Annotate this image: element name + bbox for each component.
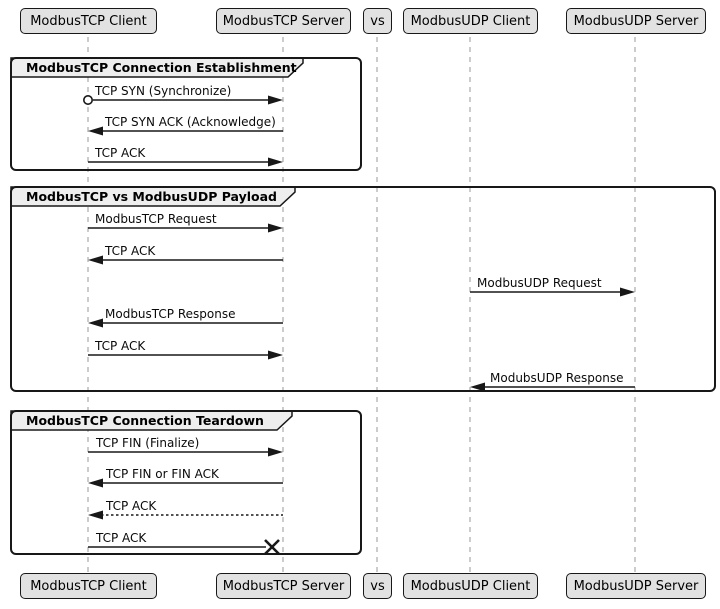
- group-title-establishment: ModbusTCP Connection Establishment: [26, 60, 297, 75]
- message-arrow-tcp-ack-lost: [88, 539, 280, 555]
- message-label-tcp-syn-ack: TCP SYN ACK (Acknowledge): [105, 115, 276, 129]
- message-label-tcp-ack-lost: TCP ACK: [96, 531, 147, 545]
- participant-top-modbustcp-client: ModbusTCP Client: [20, 8, 157, 34]
- participant-bottom-modbusudp-server: ModbusUDP Server: [566, 573, 706, 599]
- message-arrow-tcp-fin-ack: [88, 478, 283, 488]
- message-label-modbustcp-request: ModbusTCP Request: [95, 212, 217, 226]
- lost-message-x-icon: [264, 539, 280, 555]
- group-title-payload: ModbusTCP vs ModbusUDP Payload: [26, 189, 277, 204]
- message-label-modbusudp-response: ModubsUDP Response: [490, 371, 624, 385]
- message-label-tcp-fin-ack: TCP FIN or FIN ACK: [106, 467, 219, 481]
- message-label-tcp-fin: TCP FIN (Finalize): [96, 436, 200, 450]
- message-arrow-modbusudp-response: [470, 382, 635, 392]
- message-label-tcp-syn: TCP SYN (Synchronize): [95, 84, 232, 98]
- message-label-tcp-ack-1: TCP ACK: [95, 146, 146, 160]
- message-label-tcp-ack-dotted: TCP ACK: [106, 499, 157, 513]
- participant-top-modbusudp-server: ModbusUDP Server: [566, 8, 706, 34]
- message-arrow-tcp-fin: [88, 447, 283, 457]
- message-arrow-modbustcp-response: [88, 318, 283, 328]
- message-arrow-tcp-ack-dotted: [88, 510, 283, 520]
- message-label-modbusudp-request: ModbusUDP Request: [477, 276, 602, 290]
- message-label-modbustcp-response: ModbusTCP Response: [105, 307, 236, 321]
- participant-bottom-vs: vs: [363, 573, 392, 599]
- message-arrows: [83, 95, 635, 555]
- message-arrow-tcp-syn: [83, 95, 283, 106]
- message-label-tcp-ack-3: TCP ACK: [95, 339, 146, 353]
- message-arrow-tcp-ack-3: [88, 350, 283, 360]
- group-frame-establishment: [10, 57, 362, 171]
- group-title-teardown: ModbusTCP Connection Teardown: [26, 413, 264, 428]
- participant-bottom-modbusudp-client: ModbusUDP Client: [403, 573, 538, 599]
- participant-top-modbusudp-client: ModbusUDP Client: [403, 8, 538, 34]
- participant-bottom-modbustcp-client: ModbusTCP Client: [20, 573, 157, 599]
- message-arrow-tcp-syn-ack: [88, 126, 283, 136]
- message-arrow-modbusudp-request: [470, 287, 635, 297]
- group-frame-payload: [10, 186, 716, 392]
- participant-bottom-modbustcp-server: ModbusTCP Server: [216, 573, 351, 599]
- group-frame-teardown: [10, 410, 362, 555]
- message-label-tcp-ack-2: TCP ACK: [105, 244, 156, 258]
- participant-top-vs: vs: [363, 8, 392, 34]
- participant-top-modbustcp-server: ModbusTCP Server: [216, 8, 351, 34]
- message-arrow-tcp-ack-1: [88, 157, 283, 167]
- message-arrow-tcp-ack-2: [88, 255, 283, 265]
- open-circle-icon: [83, 95, 94, 106]
- message-arrow-modbustcp-request: [88, 223, 283, 233]
